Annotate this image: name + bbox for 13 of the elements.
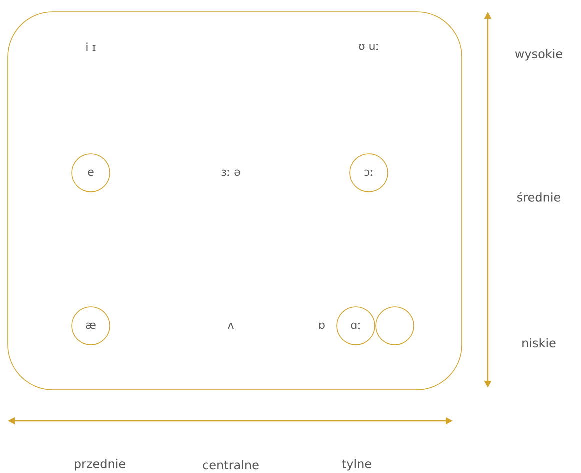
empty-circle [376, 306, 414, 346]
height-label: wysokie [515, 49, 562, 61]
height-label: średnie [518, 192, 560, 202]
vowel-symbol: ʌ [228, 323, 234, 329]
chart-frame [8, 12, 462, 390]
vowel-symbol: ɒ [320, 322, 325, 330]
vowel-symbol: ɜː ə [222, 170, 240, 176]
backness-label: tylne [342, 459, 372, 471]
height-label: niskie [522, 338, 556, 348]
backness-label: przednie [75, 459, 126, 471]
backness-label: centralne [203, 460, 259, 470]
vowel-symbol: ʊ uː [359, 44, 378, 50]
vowel-symbol: i ɪ [86, 42, 96, 52]
